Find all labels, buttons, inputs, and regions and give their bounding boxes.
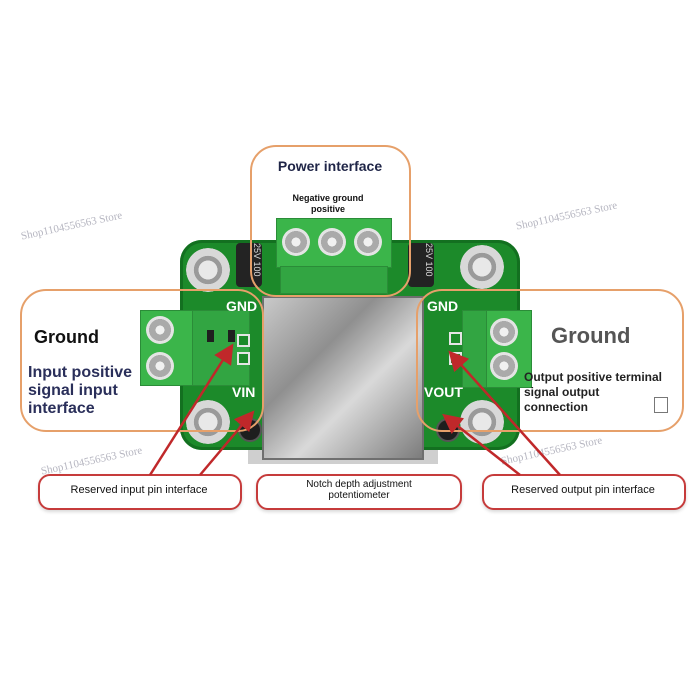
input-pin-pad <box>237 334 250 347</box>
input-interface-callout <box>20 289 264 432</box>
right-ground-label: Ground <box>551 323 631 348</box>
silk-vin: VIN <box>232 384 256 400</box>
output-pin-pad <box>449 332 462 345</box>
terminal-screw-icon <box>490 318 518 346</box>
terminal-slot <box>228 330 235 342</box>
arrow-to-output-pins <box>448 350 561 476</box>
output-signal-label: Output positive terminal signal output c… <box>524 370 663 414</box>
silk-vout: VOUT <box>424 384 463 400</box>
mounting-screw-icon <box>186 248 230 292</box>
reserved-input-callout <box>38 474 242 510</box>
terminal-slot <box>207 330 214 342</box>
square-glyph-icon <box>654 397 668 413</box>
power-polarity-label: Negative ground positive <box>292 193 364 214</box>
arrow-to-left-pot <box>199 410 255 476</box>
terminal-screw-icon <box>146 352 174 380</box>
metal-shield <box>262 296 424 460</box>
output-interface-callout <box>416 289 684 432</box>
mounting-screw-icon <box>460 400 504 444</box>
capacitor-right: 25V 100 <box>408 243 434 287</box>
terminal-screw-icon <box>354 228 382 256</box>
left-ground-label: Ground <box>34 327 99 347</box>
terminal-screw-icon <box>490 352 518 380</box>
arrow-to-right-pot <box>442 413 521 476</box>
reserved-output-callout <box>482 474 686 510</box>
power-interface-callout <box>250 145 411 297</box>
terminal-screw-icon <box>146 316 174 344</box>
arrow-to-input-pins <box>148 343 234 476</box>
terminal-screw-icon <box>318 228 346 256</box>
input-pin-pad <box>237 352 250 365</box>
mounting-screw-icon <box>460 245 504 289</box>
input-signal-label: Input positive signal input interface <box>28 364 132 417</box>
notch-potentiometer-label: Notch depth adjustment potentiometer <box>306 479 412 501</box>
power-interface-title: Power interface <box>277 158 383 174</box>
reserved-output-label: Reserved output pin interface <box>511 484 655 496</box>
reserved-input-label: Reserved input pin interface <box>70 484 208 496</box>
power-terminal-base <box>280 266 388 294</box>
terminal-screw-icon <box>282 228 310 256</box>
notch-potentiometer-callout <box>256 474 462 510</box>
